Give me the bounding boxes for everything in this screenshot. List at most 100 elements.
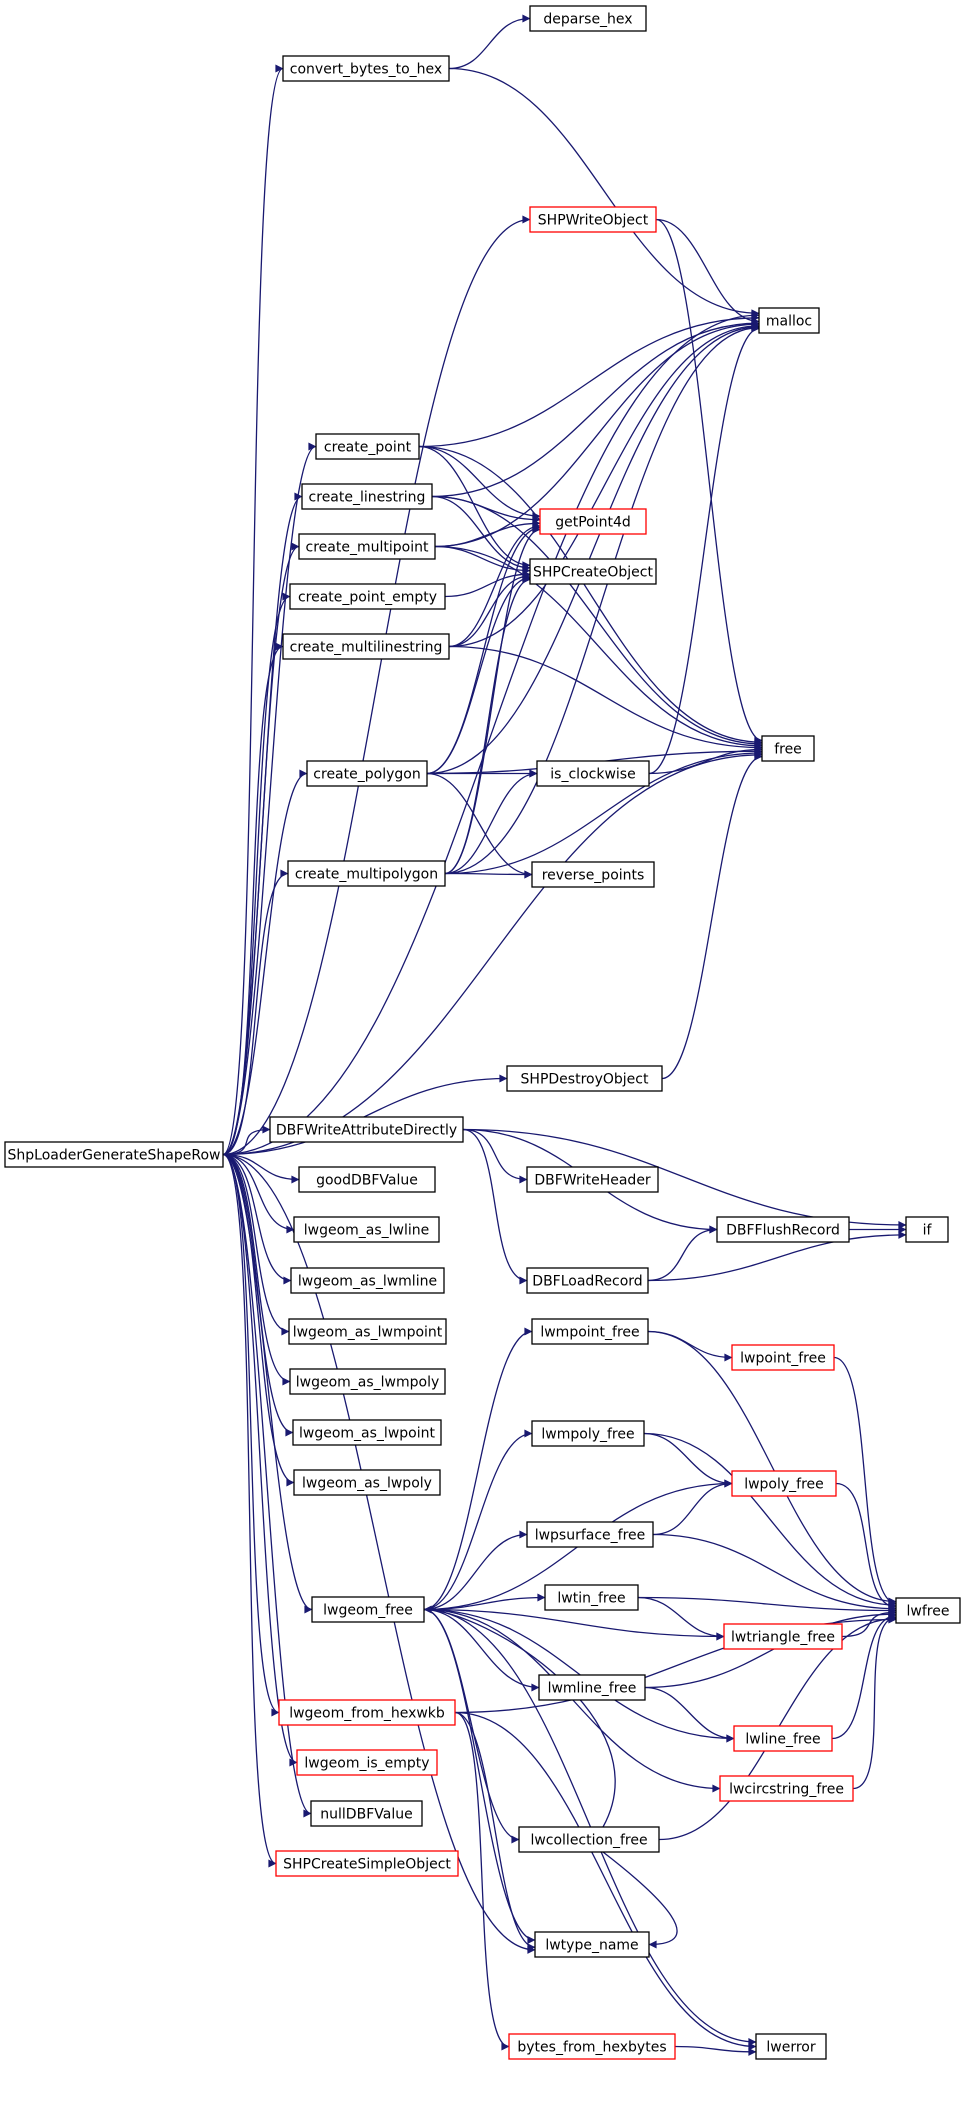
node-create_multipolygon[interactable]: create_multipolygon (287, 860, 446, 887)
edge-DBFWriteAttributeDirectly-to-DBFWriteHeader (462, 1128, 528, 1184)
node-lwmline_free[interactable]: lwmline_free (538, 1674, 646, 1701)
node-lwcollection_free[interactable]: lwcollection_free (518, 1826, 660, 1853)
edge-root-to-lwtype_name (222, 1153, 536, 1954)
node-DBFWriteAttributeDirectly[interactable]: DBFWriteAttributeDirectly (269, 1116, 464, 1143)
node-lwgeom_is_empty[interactable]: lwgeom_is_empty (296, 1749, 438, 1776)
node-lwerror[interactable]: lwerror (755, 2033, 827, 2060)
node-create_polygon[interactable]: create_polygon (306, 760, 428, 787)
edge-root-to-create_multipolygon (222, 869, 289, 1156)
edge-root-to-create_polygon (222, 769, 308, 1156)
edge-lwmline_free-to-lwfree (644, 1610, 897, 1689)
node-create_point_empty[interactable]: create_point_empty (289, 583, 446, 610)
node-lwgeom_as_lwpoly[interactable]: lwgeom_as_lwpoly (293, 1469, 441, 1496)
node-label: create_multilinestring (290, 640, 443, 656)
node-create_linestring[interactable]: create_linestring (301, 483, 433, 510)
edge-lwmpoint_free-to-lwpoint_free (647, 1330, 733, 1362)
node-lwgeom_as_lwmpoly[interactable]: lwgeom_as_lwmpoly (289, 1368, 446, 1395)
edge-lwpoly_free-to-lwfree (835, 1482, 897, 1611)
node-box (508, 2033, 676, 2060)
node-lwmpoly_free[interactable]: lwmpoly_free (531, 1420, 645, 1447)
node-nullDBFValue[interactable]: nullDBFValue (310, 1800, 423, 1827)
node-label: bytes_from_hexbytes (517, 2040, 666, 2056)
node-DBFWriteHeader[interactable]: DBFWriteHeader (526, 1166, 659, 1193)
edge-create_multipoint-to-getPoint4d (434, 519, 541, 548)
node-label: SHPCreateSimpleObject (283, 1857, 451, 1873)
edge-root-to-lwgeom_as_lwmpoly (222, 1153, 291, 1386)
node-bytes_from_hexbytes[interactable]: bytes_from_hexbytes (508, 2033, 676, 2060)
node-lwgeom_as_lwpoint[interactable]: lwgeom_as_lwpoint (292, 1419, 442, 1446)
node-convert_bytes_to_hex[interactable]: convert_bytes_to_hex (282, 55, 450, 82)
node-DBFFlushRecord[interactable]: DBFFlushRecord (716, 1216, 850, 1243)
node-lwpsurface_free[interactable]: lwpsurface_free (526, 1521, 654, 1548)
edge-convert_bytes_to_hex-to-malloc (448, 67, 760, 318)
node-lwgeom_as_lwmpoint[interactable]: lwgeom_as_lwmpoint (288, 1318, 447, 1345)
node-label: lwtype_name (545, 1938, 638, 1954)
node-box (529, 558, 657, 585)
node-SHPCreateObject[interactable]: SHPCreateObject (529, 558, 657, 585)
node-lwpoint_free[interactable]: lwpoint_free (731, 1344, 835, 1371)
node-is_clockwise[interactable]: is_clockwise (536, 760, 650, 787)
node-label: DBFWriteAttributeDirectly (276, 1123, 457, 1139)
node-box (282, 55, 450, 82)
node-DBFLoadRecord[interactable]: DBFLoadRecord (526, 1267, 649, 1294)
edge-create_point-to-malloc (418, 313, 760, 448)
node-create_multipoint[interactable]: create_multipoint (298, 533, 436, 560)
edge-lwgeom_from_hexwkb-to-lwtype_name (454, 1711, 536, 1952)
node-box (531, 1318, 649, 1345)
edge-root-to-nullDBFValue (222, 1153, 312, 1818)
node-deparse_hex[interactable]: deparse_hex (529, 5, 647, 32)
node-lwtype_name[interactable]: lwtype_name (534, 1931, 650, 1958)
node-free[interactable]: free (761, 735, 815, 762)
edge-DBFLoadRecord-to-DBFFlushRecord (647, 1225, 718, 1282)
edge-create_linestring-to-malloc (431, 319, 760, 498)
node-label: create_multipolygon (295, 867, 438, 883)
edge-lwgeom_from_hexwkb-to-bytes_from_hexbytes (454, 1711, 510, 2051)
node-if[interactable]: if (905, 1216, 949, 1243)
node-label: lwcircstring_free (729, 1782, 844, 1798)
node-create_point[interactable]: create_point (315, 433, 420, 460)
edge-lwgeom_free-to-lwtin_free (423, 1593, 546, 1611)
node-lwgeom_as_lwline[interactable]: lwgeom_as_lwline (293, 1216, 440, 1243)
node-lwcircstring_free[interactable]: lwcircstring_free (719, 1775, 854, 1802)
node-label: lwgeom_as_lwpoly (302, 1476, 432, 1492)
node-lwgeom_from_hexwkb[interactable]: lwgeom_from_hexwkb (278, 1699, 456, 1726)
node-box (534, 1931, 650, 1958)
edge-create_multipolygon-to-malloc (444, 323, 760, 875)
node-box (531, 861, 655, 888)
edge-create_point-to-getPoint4d (418, 445, 541, 521)
node-SHPCreateSimpleObject[interactable]: SHPCreateSimpleObject (275, 1850, 459, 1877)
edge-root-to-lwgeom_as_lwmline (222, 1153, 292, 1285)
node-box (731, 1470, 837, 1497)
node-box (733, 1725, 833, 1752)
node-box (292, 1419, 442, 1446)
node-box (518, 1826, 660, 1853)
node-lwpoly_free[interactable]: lwpoly_free (731, 1470, 837, 1497)
node-lwline_free[interactable]: lwline_free (733, 1725, 833, 1752)
node-label: create_polygon (313, 767, 420, 783)
edge-root-to-lwgeom_is_empty (222, 1153, 298, 1767)
edge-lwgeom_free-to-lwpsurface_free (423, 1530, 528, 1611)
edge-lwmpoint_free-to-lwfree (647, 1330, 897, 1606)
node-label: lwgeom_from_hexwkb (289, 1706, 445, 1722)
node-lwtriangle_free[interactable]: lwtriangle_free (723, 1623, 843, 1650)
node-box (289, 1368, 446, 1395)
node-lwtin_free[interactable]: lwtin_free (544, 1584, 639, 1611)
node-reverse_points[interactable]: reverse_points (531, 861, 655, 888)
edge-SHPWriteObject-to-malloc (655, 218, 760, 326)
edge-root-to-lwgeom_as_lwline (222, 1153, 295, 1234)
node-getPoint4d[interactable]: getPoint4d (539, 508, 647, 535)
node-lwfree[interactable]: lwfree (895, 1597, 961, 1624)
node-label: create_point (324, 440, 412, 456)
node-lwmpoint_free[interactable]: lwmpoint_free (531, 1318, 649, 1345)
node-malloc[interactable]: malloc (758, 307, 820, 334)
node-SHPWriteObject[interactable]: SHPWriteObject (529, 206, 657, 233)
node-create_multilinestring[interactable]: create_multilinestring (282, 633, 450, 660)
node-lwgeom_free[interactable]: lwgeom_free (311, 1596, 425, 1623)
node-label: free (774, 742, 802, 758)
node-lwgeom_as_lwmline[interactable]: lwgeom_as_lwmline (290, 1267, 445, 1294)
node-goodDBFValue[interactable]: goodDBFValue (298, 1166, 436, 1193)
edge-lwmpoly_free-to-lwfree (643, 1432, 897, 1610)
edge-create_multipolygon-to-SHPCreateObject (444, 575, 531, 875)
edge-SHPWriteObject-to-free (655, 218, 763, 745)
node-SHPDestroyObject[interactable]: SHPDestroyObject (506, 1065, 663, 1092)
